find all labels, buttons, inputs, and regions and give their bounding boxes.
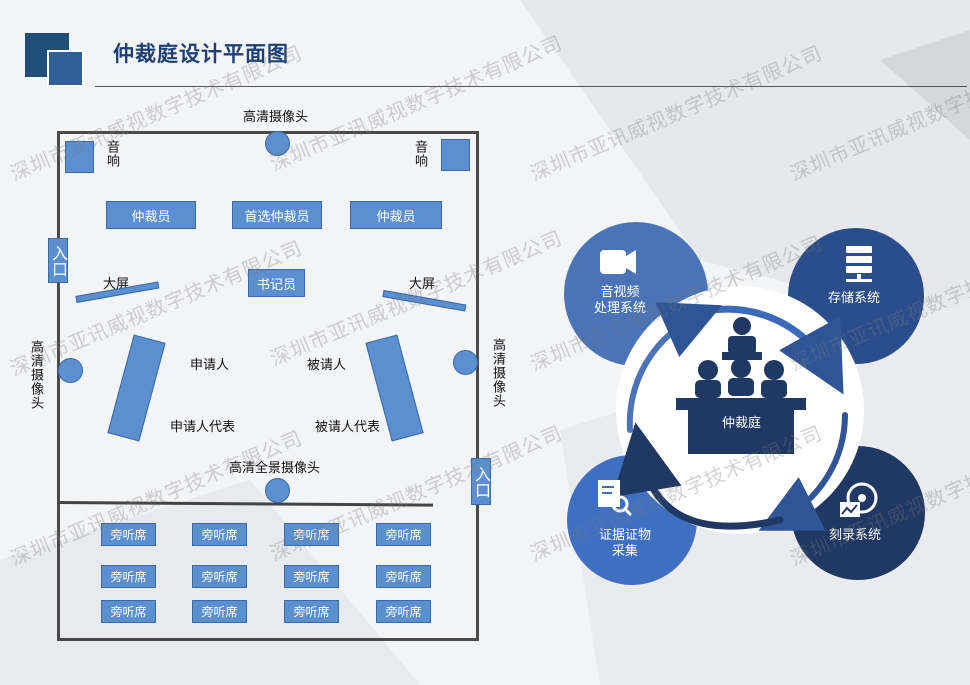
gallery-seat: 旁听席 (192, 600, 247, 623)
entrance-right: 入口 (471, 458, 491, 505)
gallery-seat: 旁听席 (284, 565, 339, 588)
gallery-seat: 旁听席 (376, 600, 431, 623)
evidence-system-label-text: 证据证物 采集 (599, 528, 652, 559)
applicant-rep-label: 申请人代表 (170, 420, 236, 435)
entrance-left: 入口 (48, 238, 68, 283)
gallery-seat: 旁听席 (284, 600, 339, 623)
arbitrator-left-seat: 仲裁员 (106, 201, 196, 229)
gallery-seat: 旁听席 (376, 523, 431, 546)
applicant-label: 申请人 (190, 358, 230, 373)
camera-right-label: 高清摄像头 (490, 338, 505, 408)
speaker-right-label: 音响 (412, 140, 427, 168)
title-decoration-square (47, 50, 84, 87)
evidence-search-icon (598, 480, 633, 517)
camera-panorama-label: 高清全景摄像头 (229, 461, 321, 476)
camera-top-icon (265, 131, 290, 156)
camera-panorama-icon (265, 478, 290, 503)
system-diagram (564, 222, 925, 585)
camera-left-label: 高清摄像头 (28, 340, 43, 410)
page-title: 仲裁庭设计平面图 (113, 42, 289, 66)
gallery-seat: 旁听席 (101, 565, 156, 588)
evidence-system-label: 证据证物 采集 (599, 528, 651, 560)
burn-system-label: 刻录系统 (829, 528, 882, 543)
server-stack-icon (846, 246, 872, 282)
clerk-seat: 书记员 (248, 269, 305, 297)
respondent-rep-label: 被请人代表 (315, 420, 381, 435)
speaker-left-icon (65, 141, 94, 173)
title-divider (95, 86, 967, 87)
camera-right-icon (453, 350, 478, 375)
gallery-seat: 旁听席 (101, 600, 156, 623)
speaker-left-label: 音响 (104, 140, 119, 168)
camera-left-icon (58, 358, 83, 383)
center-label: 仲裁庭 (722, 416, 762, 431)
gallery-seat: 旁听席 (192, 565, 247, 588)
disc-burn-icon (840, 482, 878, 517)
arbitrator-right-seat: 仲裁员 (350, 201, 442, 229)
video-camera-icon (600, 250, 636, 274)
respondent-label: 被请人 (307, 358, 347, 373)
gallery-seat: 旁听席 (101, 523, 156, 546)
gallery-seat: 旁听席 (192, 523, 247, 546)
big-screen-right-label: 大屏 (409, 277, 436, 292)
av-system-label: 音视频 处理系统 (594, 285, 646, 317)
courtroom-outline (57, 131, 479, 641)
speaker-right-icon (441, 139, 470, 171)
camera-top-label: 高清摄像头 (243, 110, 309, 125)
gallery-seat: 旁听席 (284, 523, 339, 546)
gallery-seat: 旁听席 (376, 565, 431, 588)
chief-arbitrator-seat: 首选仲裁员 (232, 201, 322, 229)
storage-system-label: 存储系统 (828, 291, 881, 306)
av-system-label-text: 音视频 处理系统 (594, 285, 647, 316)
courtroom-people-icon (676, 317, 806, 454)
